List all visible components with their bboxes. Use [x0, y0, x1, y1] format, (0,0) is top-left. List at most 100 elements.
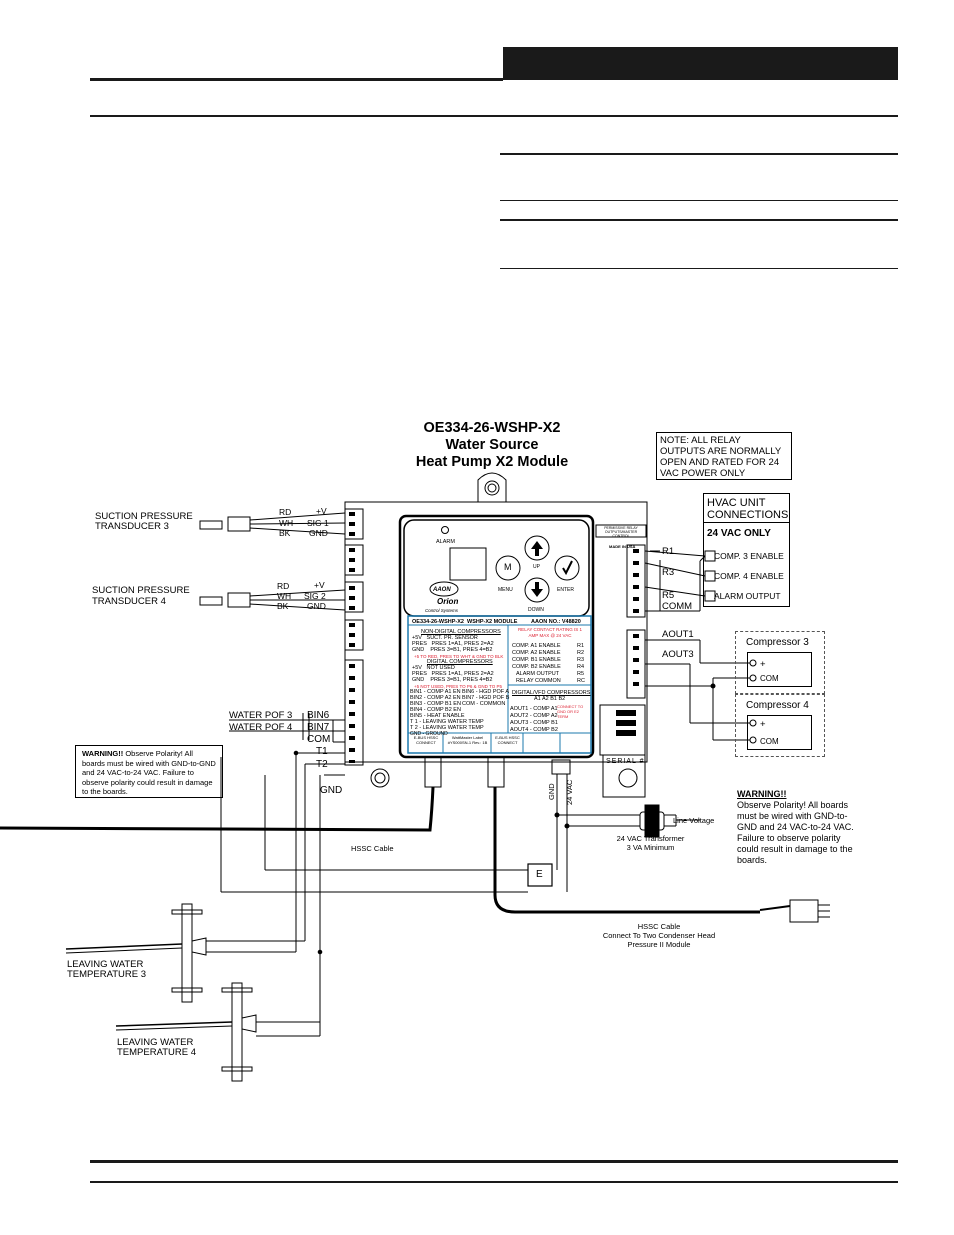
terminal-label: SIG 1: [307, 518, 329, 528]
relay-term-small: R1: [577, 643, 585, 649]
lwt-label: LEAVING WATER: [117, 1037, 194, 1048]
relay-item: COMP. A1 ENABLE: [512, 643, 561, 649]
wire-color: BK: [279, 528, 291, 538]
serial-label: SERIAL #: [606, 758, 645, 765]
relay-term: R3: [662, 567, 675, 578]
relay-term-small: R5: [577, 671, 585, 677]
aaon-logo: AAON: [433, 587, 451, 593]
hssc-right-label: Connect To Two Condenser Head: [602, 931, 716, 940]
hvac-unit-box: HVAC UNIT CONNECTIONS 24 VAC ONLY COMP. …: [703, 493, 790, 607]
warning-bold: WARNING!!: [737, 789, 787, 799]
compressor-name: Compressor 4: [746, 700, 809, 711]
transducer-label: SUCTION PRESSURE: [95, 511, 193, 522]
d-note: +5 NOT USED, PRES TO P6 & GND TO P5: [414, 684, 502, 689]
terminal-label: +V: [316, 506, 327, 516]
relay-term: R5: [662, 590, 675, 601]
bin-term: BIN6: [307, 710, 330, 721]
terminal-label: GND: [309, 528, 328, 538]
transformer-label: 3 VA Minimum: [626, 843, 675, 852]
ground-box-label: E: [536, 869, 543, 880]
relay-term-small: RC: [577, 678, 585, 684]
bin-item: BIN4 - COMP B2 EN: [410, 707, 461, 713]
bin-item-right: BIN7 - HGD POF B: [462, 695, 510, 701]
warning-right: WARNING!!Observe Polarity! All boards mu…: [737, 789, 857, 866]
header-bar: [503, 47, 898, 80]
title-line: OE334-26-WSHP-X2: [423, 420, 561, 436]
hvac-subtitle: 24 VAC ONLY: [707, 528, 771, 539]
bin-item: GND - GROUND: [410, 731, 448, 737]
transducer-label: TRANSDUCER 4: [92, 596, 166, 607]
relay-label: ALARM OUTPUT: [714, 591, 781, 601]
nd-note: +5 TO RED, PRES TO WHT & GND TO BLK: [414, 654, 504, 659]
d-row: +5V NOT USED: [412, 665, 455, 671]
warning-text: Observe Polarity! All boards must be wir…: [82, 749, 216, 796]
orion-logo: Orion: [437, 597, 459, 606]
section-rule: [90, 115, 898, 117]
relay-item: COMP. B2 ENABLE: [512, 664, 561, 670]
menu-key[interactable]: M: [504, 562, 512, 572]
terminal-label: SIG 2: [304, 591, 326, 601]
hvac-title: CONNECTIONS: [707, 509, 789, 521]
title-line: Heat Pump X2 Module: [415, 454, 569, 470]
relay-header-text: PERMISSIVE RELAY OUTPUTS/MASTER CONTROL: [604, 526, 638, 538]
ebus-cell: E-BUS HSSC CONNECT: [413, 735, 439, 745]
relay-term: R1: [662, 546, 675, 557]
bin-item: BIN1 - COMP A1 EN: [410, 689, 461, 695]
alarm-label: ALARM: [436, 539, 455, 545]
bin-item-right: BIN6 - HGD POF A: [462, 689, 510, 695]
gnd-label: GND: [547, 783, 556, 800]
compressor-3-box: Compressor 3 + COM: [735, 631, 825, 694]
title-line: Water Source: [445, 437, 539, 453]
relay-label: COMP. 4 ENABLE: [714, 571, 784, 581]
table-rule: [500, 219, 898, 221]
t1-term: T1: [316, 746, 328, 757]
compressor-plus: +: [760, 719, 766, 730]
hssc-cable-label: HSSC Cable: [351, 844, 394, 853]
vfd-sub: A1 A2 B1 B2: [534, 696, 566, 702]
compressor-name: Compressor 3: [746, 637, 809, 648]
wire-color: RD: [279, 507, 292, 517]
module-name: OE334-26-WSHP-X2 WSHP-X2 MODULE: [412, 619, 518, 625]
aout-note: CONNECT TO GND OR E2 TERM: [557, 704, 584, 719]
enter-label: ENTER: [557, 587, 574, 593]
warning-text: Observe Polarity! All boards must be wir…: [737, 800, 854, 865]
terminal-label: GND: [307, 601, 326, 611]
digital-title: DIGITAL COMPRESSORS: [427, 659, 493, 665]
bin-item: BIN5 - HEAT ENABLE: [410, 713, 465, 719]
lwt-label: LEAVING WATER: [67, 959, 144, 970]
bin-label: WATER POF 4: [229, 722, 293, 733]
compressor-com: COM: [760, 737, 779, 746]
line-voltage-label: Line Voltage: [673, 816, 715, 825]
d-row: GND PRES 3=B1, PRES 4=B2: [412, 677, 493, 683]
relay-item: ALARM OUTPUT: [516, 671, 560, 677]
wire-color: BK: [277, 601, 289, 611]
relay-label: COMP. 3 ENABLE: [714, 551, 784, 561]
com-term: COM: [307, 734, 331, 745]
bin-term: BIN7: [307, 722, 330, 733]
nd-row: GND PRES 3=B1, PRES 4=B2: [412, 647, 493, 653]
aout-item: AOUT2 - COMP A2: [510, 713, 558, 719]
relay-item: COMP. A2 ENABLE: [512, 650, 561, 656]
vfd-title: DIGITAL/VFD COMPRESSORS: [512, 690, 591, 696]
lcd-display: [449, 547, 487, 581]
wire-color: RD: [277, 581, 290, 591]
aout-item: AOUT3 - COMP B1: [510, 720, 558, 726]
table-rule: [500, 200, 898, 201]
made-in-label: MADE IN USA: [609, 544, 636, 549]
hvac-title: HVAC UNIT: [707, 497, 766, 509]
label-cell: WattMaster Label #YS000SN-1 Rev.: 1B: [447, 735, 488, 745]
t2-term: T2: [316, 759, 328, 770]
table-rule: [500, 153, 898, 155]
up-label: UP: [533, 564, 540, 570]
footer-rule: [90, 1160, 898, 1163]
wire-color: WH: [277, 591, 292, 601]
relay-item: RELAY COMMON: [516, 678, 561, 684]
relay-item: COMP. B1 ENABLE: [512, 657, 561, 663]
aout-term: AOUT1: [662, 629, 694, 640]
gnd-term: GND: [320, 785, 343, 796]
compressor-plus: +: [760, 659, 766, 670]
menu-label: MENU: [498, 587, 513, 593]
lwt-label: TEMPERATURE 3: [67, 969, 147, 980]
compressor-com: COM: [760, 674, 779, 683]
